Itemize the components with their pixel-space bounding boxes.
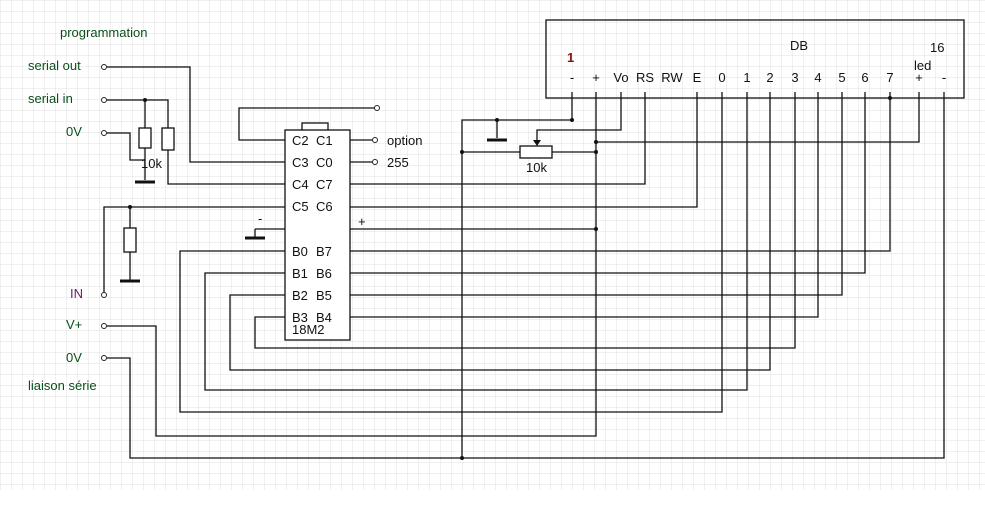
label-10k-pot: 10k — [526, 160, 547, 175]
chip-pin-c7: C7 — [316, 177, 333, 192]
chip-pin-b1: B1 — [292, 266, 308, 281]
label-0v-top: 0V — [66, 124, 82, 139]
junction-dots — [128, 96, 892, 460]
lcd-pin-1: - — [570, 70, 574, 85]
lcd-pin-16: - — [942, 70, 946, 85]
left-terminals — [101, 64, 107, 361]
label-10k-left: 10k — [141, 156, 162, 171]
lcd-pin-3: Vo — [613, 70, 628, 85]
wires — [103, 66, 945, 459]
label-serial-in: serial in — [28, 91, 73, 106]
ground-symbols — [120, 138, 507, 283]
lcd-pin-7: 0 — [718, 70, 725, 85]
lcd-pin-2: + — [592, 70, 600, 85]
lcd-pin-14: 7 — [886, 70, 893, 85]
chip-pin-b5: B5 — [316, 288, 332, 303]
chip-label: 18M2 — [292, 322, 325, 337]
lcd-pins: - + Vo RS RW E 0 1 2 3 4 5 6 7 + - — [570, 70, 946, 85]
resistor-serial-in-2 — [161, 127, 175, 151]
label-0v-bottom: 0V — [66, 350, 82, 365]
lcd-pin16-number: 16 — [930, 40, 944, 55]
lcd-module — [545, 19, 965, 99]
lcd-pin-11: 4 — [814, 70, 821, 85]
chip-pin-c3: C3 — [292, 155, 309, 170]
label-option: option — [387, 133, 422, 148]
label-255: 255 — [387, 155, 409, 170]
lcd-led-label: led — [914, 58, 931, 73]
option-terminal — [372, 137, 378, 143]
lcd-pin-9: 2 — [766, 70, 773, 85]
lcd-pin-6: E — [693, 70, 702, 85]
label-vplus: V+ — [66, 317, 82, 332]
lcd-pin-10: 3 — [791, 70, 798, 85]
lcd-pin-4: RS — [636, 70, 654, 85]
chip-pin-b6: B6 — [316, 266, 332, 281]
terminal-255 — [372, 159, 378, 165]
chip-pin-c5: C5 — [292, 199, 309, 214]
chip-minus-sign: - — [258, 211, 262, 226]
option-terminal-top — [374, 105, 380, 111]
label-in: IN — [70, 286, 83, 301]
lcd-db-label: DB — [790, 38, 808, 53]
pot-wiper-arrow — [533, 140, 541, 146]
lcd-pin-5: RW — [661, 70, 683, 85]
grid-background — [0, 0, 985, 490]
chip-pin-c6: C6 — [316, 199, 333, 214]
potentiometer-contrast — [519, 145, 553, 159]
chip-pin-b7: B7 — [316, 244, 332, 259]
lcd-pin1-number: 1 — [567, 50, 574, 65]
chip-pin-b4: B4 — [316, 310, 332, 325]
chip-pin-c2: C2 — [292, 133, 309, 148]
chip-pin-b2: B2 — [292, 288, 308, 303]
lcd-pin-12: 5 — [838, 70, 845, 85]
resistor-serial-in-1 — [138, 127, 152, 149]
label-serial-out: serial out — [28, 58, 81, 73]
chip-18m2-body — [284, 129, 351, 341]
chip-plus-sign: + — [358, 214, 366, 229]
chip-pin-c4: C4 — [292, 177, 309, 192]
chip-pin-b3: B3 — [292, 310, 308, 325]
label-programmation: programmation — [60, 25, 147, 40]
chip-pin-b0: B0 — [292, 244, 308, 259]
chip-pin-c0: C0 — [316, 155, 333, 170]
lcd-pin-13: 6 — [861, 70, 868, 85]
lcd-pin-8: 1 — [743, 70, 750, 85]
lcd-pin-15: + — [915, 70, 923, 85]
label-liaison-serie: liaison série — [28, 378, 97, 393]
chip-pin-c1: C1 — [316, 133, 333, 148]
resistor-in-pulldown — [123, 227, 137, 253]
